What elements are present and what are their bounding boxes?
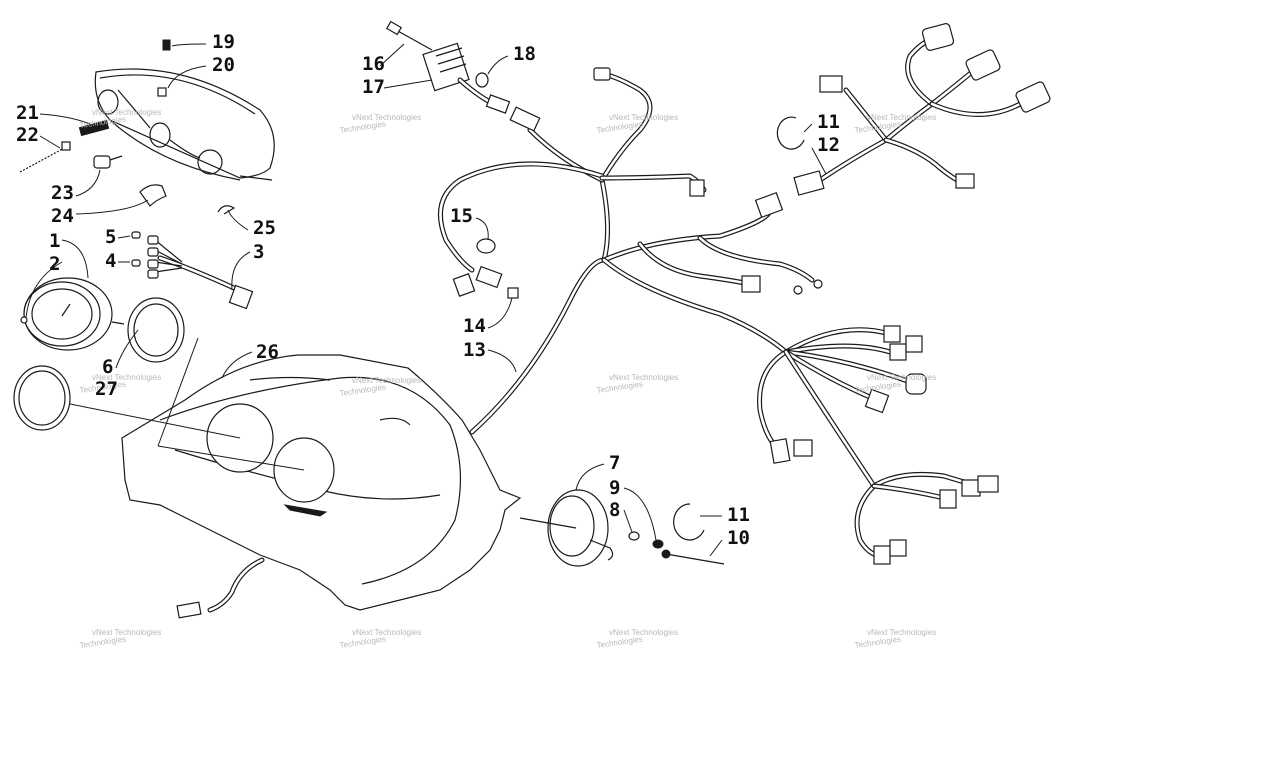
dash-pigtail	[176, 557, 265, 619]
callout-number: 5	[105, 226, 116, 248]
callout-number: 24	[51, 205, 74, 227]
callout-number: 9	[609, 477, 620, 499]
voltage-regulator	[385, 20, 511, 114]
watermark-text: Technologies	[339, 635, 387, 650]
bezel-ring	[13, 365, 71, 431]
watermark-text: Technologies	[596, 635, 644, 650]
watermark-text: vNext Technologies	[609, 628, 678, 637]
callout-number: 26	[256, 341, 279, 363]
callout-number: 21	[16, 102, 39, 124]
adjuster-spring	[19, 141, 71, 173]
callout-number: 3	[253, 241, 264, 263]
watermark-text: Technologies	[854, 635, 902, 650]
watermark-text: Technologies	[339, 120, 387, 135]
callout-number: 27	[95, 378, 118, 400]
watermark-text: vNext Technologies	[352, 628, 421, 637]
watermark-text: Technologies	[596, 380, 644, 395]
callout-number: 18	[513, 43, 536, 65]
callout-number: 16	[362, 53, 385, 75]
watermark-text: vNext Technologies	[92, 628, 161, 637]
watermark-text: vNext Technologies	[352, 376, 421, 385]
callout-number: 12	[817, 134, 840, 156]
fuse-holder	[452, 238, 519, 299]
callout-number: 4	[105, 250, 116, 272]
leader-lines	[25, 43, 827, 557]
adjuster-screw	[78, 119, 110, 137]
callout-number: 13	[463, 339, 486, 361]
watermark-text: vNext Technologies	[867, 628, 936, 637]
snap-ring-upper	[776, 116, 805, 150]
callout-number: 22	[16, 124, 39, 146]
speedometer-gauge	[20, 277, 125, 351]
callout-number: 19	[212, 31, 235, 53]
callout-number: 25	[253, 217, 276, 239]
watermark-text: vNext Technologies	[609, 373, 678, 382]
watermark-text: vNext Technologies	[92, 373, 161, 382]
snap-ring-lower	[673, 503, 705, 541]
callout-number: 8	[609, 499, 620, 521]
dash-panel	[121, 354, 522, 611]
watermark-text: vNext Technologies	[92, 108, 161, 117]
watermark-text: vNext Technologies	[352, 113, 421, 122]
callout-number: 17	[362, 76, 385, 98]
harness-connectors	[509, 67, 999, 565]
sub-harness	[793, 23, 1051, 196]
callout-number: 11	[817, 111, 840, 133]
bulb-socket	[93, 155, 123, 169]
main-wiring-harness	[437, 71, 983, 559]
callout-number: 14	[463, 315, 486, 337]
headlight-assembly	[94, 39, 275, 181]
gauge-ring	[127, 297, 185, 363]
gauge-cable	[661, 549, 725, 565]
watermark-text: Technologies	[79, 635, 127, 650]
watermark-text: vNext Technologies	[867, 113, 936, 122]
callout-number: 7	[609, 452, 620, 474]
callout-number: 11	[727, 504, 750, 526]
callout-number: 1	[49, 230, 60, 252]
callout-number: 6	[102, 356, 113, 378]
callout-number: 20	[212, 54, 235, 76]
clip	[217, 205, 236, 215]
callout-number: 10	[727, 527, 750, 549]
callout-number: 23	[51, 182, 74, 204]
watermark-text: vNext Technologies	[867, 373, 936, 382]
callout-number: 2	[49, 253, 60, 275]
gauge-nut-washer	[628, 531, 664, 549]
bulb-harness	[131, 231, 254, 310]
tachometer-gauge	[519, 489, 614, 567]
callout-number: 15	[450, 205, 473, 227]
watermark-text: vNext Technologies	[609, 113, 678, 122]
